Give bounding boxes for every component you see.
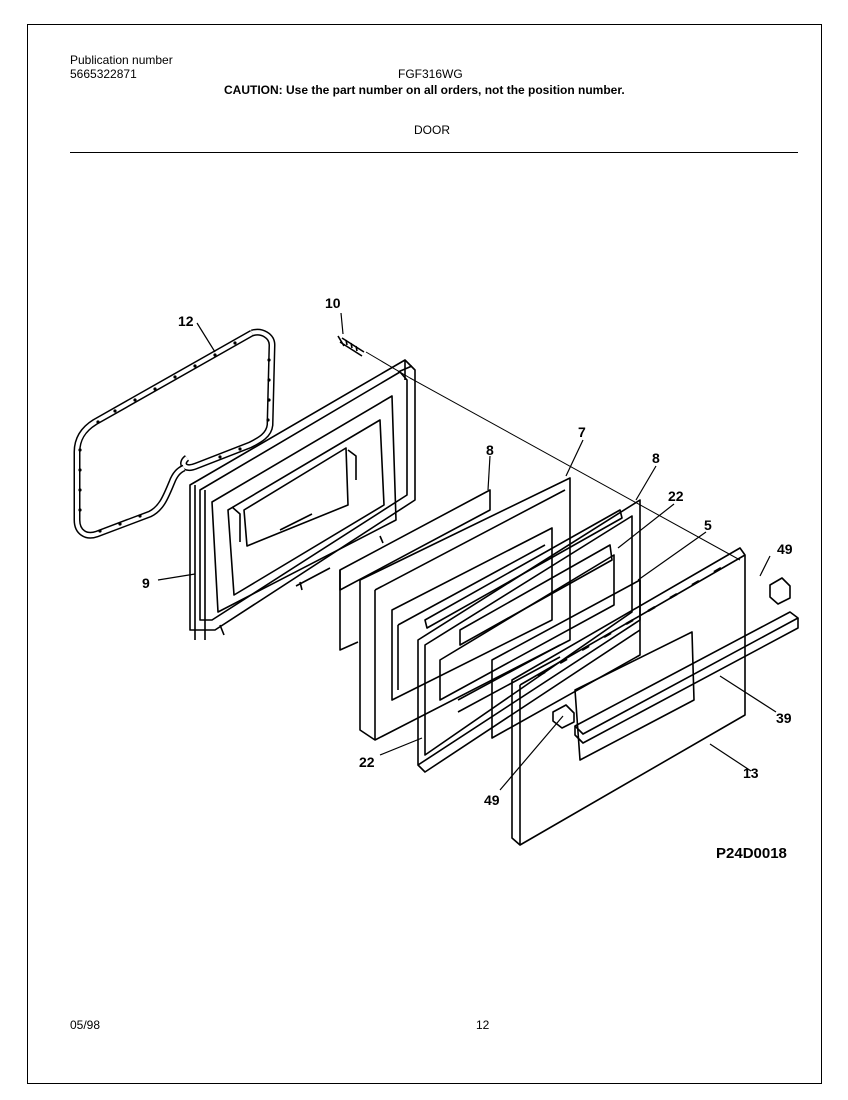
outer-door-part-13 bbox=[511, 547, 746, 846]
caution-note: CAUTION: Use the part number on all orde… bbox=[224, 83, 625, 97]
endcap-part-49a bbox=[769, 577, 791, 605]
screw-part-10 bbox=[337, 335, 365, 357]
page-border bbox=[27, 24, 822, 1084]
callout-12: 12 bbox=[178, 313, 194, 329]
model-number: FGF316WG bbox=[398, 67, 463, 81]
section-title: DOOR bbox=[414, 123, 450, 137]
gasket-part-12 bbox=[73, 328, 276, 539]
callout-22b: 22 bbox=[359, 754, 375, 770]
callout-39: 39 bbox=[776, 710, 792, 726]
callout-8b: 8 bbox=[652, 450, 660, 466]
inner-door-part-9 bbox=[189, 359, 416, 640]
handle-part-39 bbox=[574, 611, 799, 744]
footer-date: 05/98 bbox=[70, 1018, 101, 1032]
retainer-part-22a bbox=[424, 509, 623, 629]
publication-label: Publication number bbox=[70, 53, 173, 67]
callout-10: 10 bbox=[325, 295, 341, 311]
callout-9: 9 bbox=[142, 575, 150, 591]
glass-panel-part-8a bbox=[339, 489, 491, 651]
callout-49b: 49 bbox=[484, 792, 500, 808]
header-rule bbox=[70, 152, 798, 153]
page-number: 12 bbox=[476, 1018, 490, 1032]
door-liner-part-7 bbox=[359, 477, 571, 741]
publication-number: 5665322871 bbox=[70, 67, 137, 81]
callout-8a: 8 bbox=[486, 442, 494, 458]
callout-49a: 49 bbox=[777, 541, 793, 557]
drawing-code: P24D0018 bbox=[716, 845, 787, 862]
callout-5: 5 bbox=[704, 517, 712, 533]
callout-13: 13 bbox=[743, 765, 759, 781]
inner-glass-part-5 bbox=[491, 579, 641, 739]
callout-22a: 22 bbox=[668, 488, 684, 504]
callout-7: 7 bbox=[578, 424, 586, 440]
endcap-part-49b bbox=[552, 704, 575, 729]
